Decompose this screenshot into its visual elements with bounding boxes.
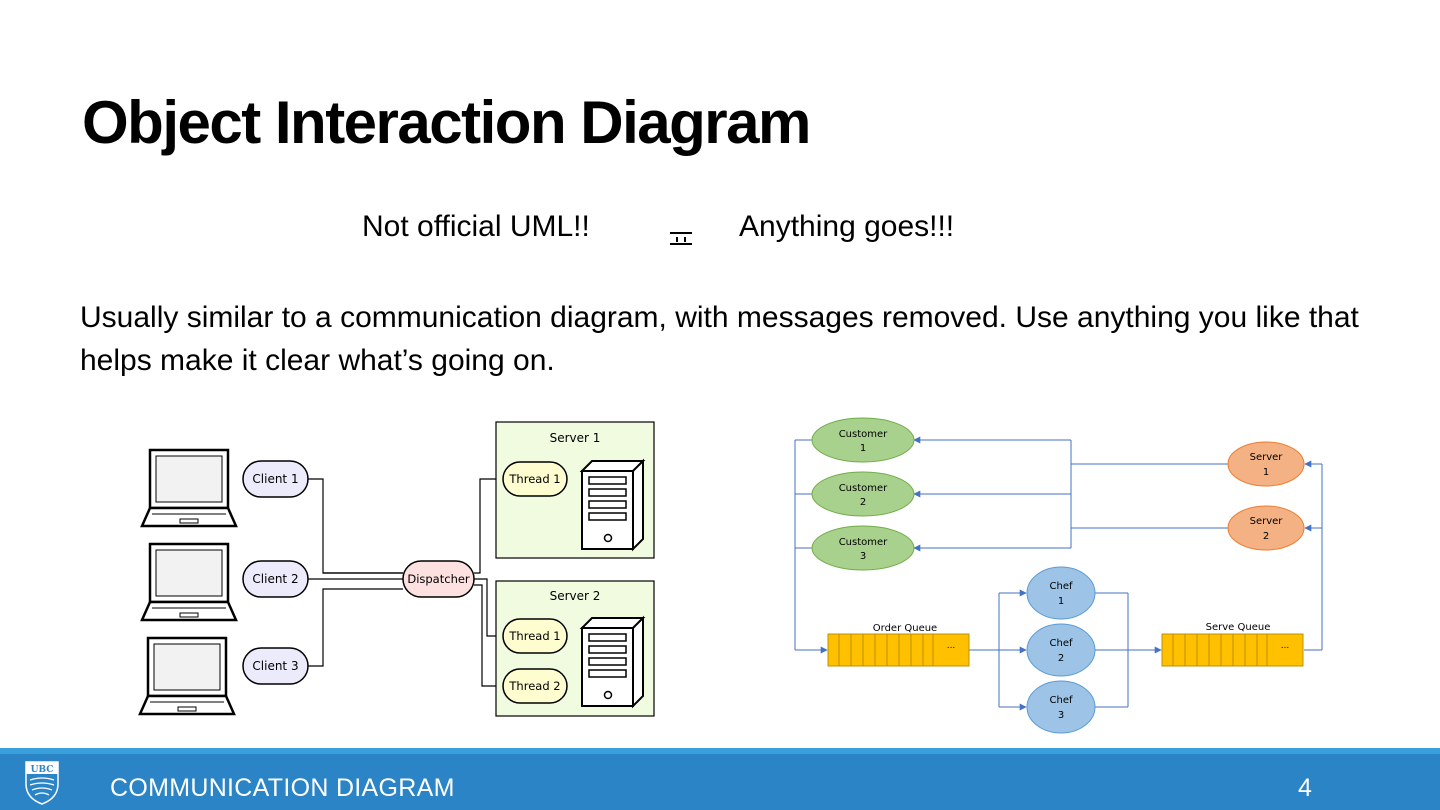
serve-queue: Serve Queue ... bbox=[1161, 622, 1304, 667]
svg-text:Server: Server bbox=[1250, 452, 1284, 463]
equivalence-icon bbox=[670, 232, 692, 245]
server-box-2: Server 2 Thread 1 Thread 2 bbox=[495, 580, 655, 717]
ubc-crest-icon: UBC bbox=[25, 761, 59, 805]
svg-text:1: 1 bbox=[1263, 467, 1269, 478]
server-tower-icon-2 bbox=[579, 615, 646, 709]
order-queue: Order Queue ... bbox=[827, 623, 970, 667]
svg-text:Customer: Customer bbox=[839, 483, 888, 494]
client-label-3: Client 3 bbox=[252, 659, 298, 673]
svg-text:Server: Server bbox=[1250, 516, 1284, 527]
footer-bar: UBC COMMUNICATION DIAGRAM 4 bbox=[0, 748, 1440, 810]
thread-node-s2-2: Thread 2 bbox=[502, 668, 568, 704]
tagline-not-official-uml: Not official UML!! bbox=[362, 210, 590, 243]
client-label-2: Client 2 bbox=[252, 572, 298, 586]
svg-text:Customer: Customer bbox=[839, 429, 888, 440]
svg-text:Chef: Chef bbox=[1050, 638, 1073, 649]
svg-text:Customer: Customer bbox=[839, 537, 888, 548]
client-node-3: Client 3 bbox=[242, 647, 309, 685]
svg-text:Chef: Chef bbox=[1050, 581, 1073, 592]
chef-node-2: Chef 2 bbox=[1026, 623, 1096, 677]
svg-text:2: 2 bbox=[1263, 531, 1269, 542]
chef-node-3: Chef 3 bbox=[1026, 680, 1096, 734]
client-connectors bbox=[308, 478, 503, 687]
laptop-icon-2 bbox=[140, 542, 238, 622]
tagline-anything-goes: Anything goes!!! bbox=[739, 210, 955, 243]
body-text: Usually similar to a communication diagr… bbox=[80, 301, 1359, 377]
laptop-icon-1 bbox=[140, 448, 238, 528]
svg-text:Thread 1: Thread 1 bbox=[508, 629, 560, 643]
serve-queue-label: Serve Queue bbox=[1206, 622, 1271, 633]
client-server-diagram: Client 1 Client 2 Client 3 Dispatcher Se… bbox=[138, 421, 655, 717]
page-number: 4 bbox=[1298, 774, 1312, 802]
server-box-1: Server 1 Thread 1 bbox=[495, 421, 655, 559]
svg-text:...: ... bbox=[947, 641, 956, 651]
customer-node-3: Customer 3 bbox=[811, 525, 915, 571]
svg-text:1: 1 bbox=[1058, 596, 1064, 607]
svg-text:1: 1 bbox=[860, 443, 866, 454]
server-tower-icon-1 bbox=[579, 458, 646, 552]
dispatcher-label: Dispatcher bbox=[407, 572, 470, 586]
order-queue-label: Order Queue bbox=[873, 623, 937, 634]
client-node-2: Client 2 bbox=[242, 560, 309, 598]
client-label-1: Client 1 bbox=[252, 472, 298, 486]
server-title-2: Server 2 bbox=[550, 589, 601, 603]
customer-node-1: Customer 1 bbox=[811, 417, 915, 463]
svg-text:3: 3 bbox=[1058, 710, 1064, 721]
server-node-1: Server 1 bbox=[1227, 441, 1305, 487]
svg-text:...: ... bbox=[1281, 641, 1290, 651]
dispatcher-node: Dispatcher bbox=[402, 560, 475, 598]
svg-text:2: 2 bbox=[1058, 653, 1064, 664]
client-node-1: Client 1 bbox=[242, 460, 309, 498]
svg-text:Thread 2: Thread 2 bbox=[508, 679, 560, 693]
footer-title: COMMUNICATION DIAGRAM bbox=[110, 774, 455, 802]
svg-text:UBC: UBC bbox=[31, 765, 54, 775]
svg-text:3: 3 bbox=[860, 551, 866, 562]
server-title-1: Server 1 bbox=[550, 431, 601, 445]
thread-node-s1-1: Thread 1 bbox=[502, 461, 568, 497]
customer-node-2: Customer 2 bbox=[811, 471, 915, 517]
slide-title: Object Interaction Diagram bbox=[82, 89, 811, 156]
server-node-2: Server 2 bbox=[1227, 505, 1305, 551]
thread-node-s2-1: Thread 1 bbox=[502, 618, 568, 654]
laptop-icon-3 bbox=[138, 636, 236, 716]
restaurant-flow-diagram: Customer 1 Customer 2 Customer 3 Server … bbox=[794, 417, 1323, 734]
flow-connectors bbox=[794, 436, 1323, 711]
svg-text:2: 2 bbox=[860, 497, 866, 508]
chef-node-1: Chef 1 bbox=[1026, 566, 1096, 620]
svg-text:Chef: Chef bbox=[1050, 695, 1073, 706]
svg-text:Thread 1: Thread 1 bbox=[508, 472, 560, 486]
